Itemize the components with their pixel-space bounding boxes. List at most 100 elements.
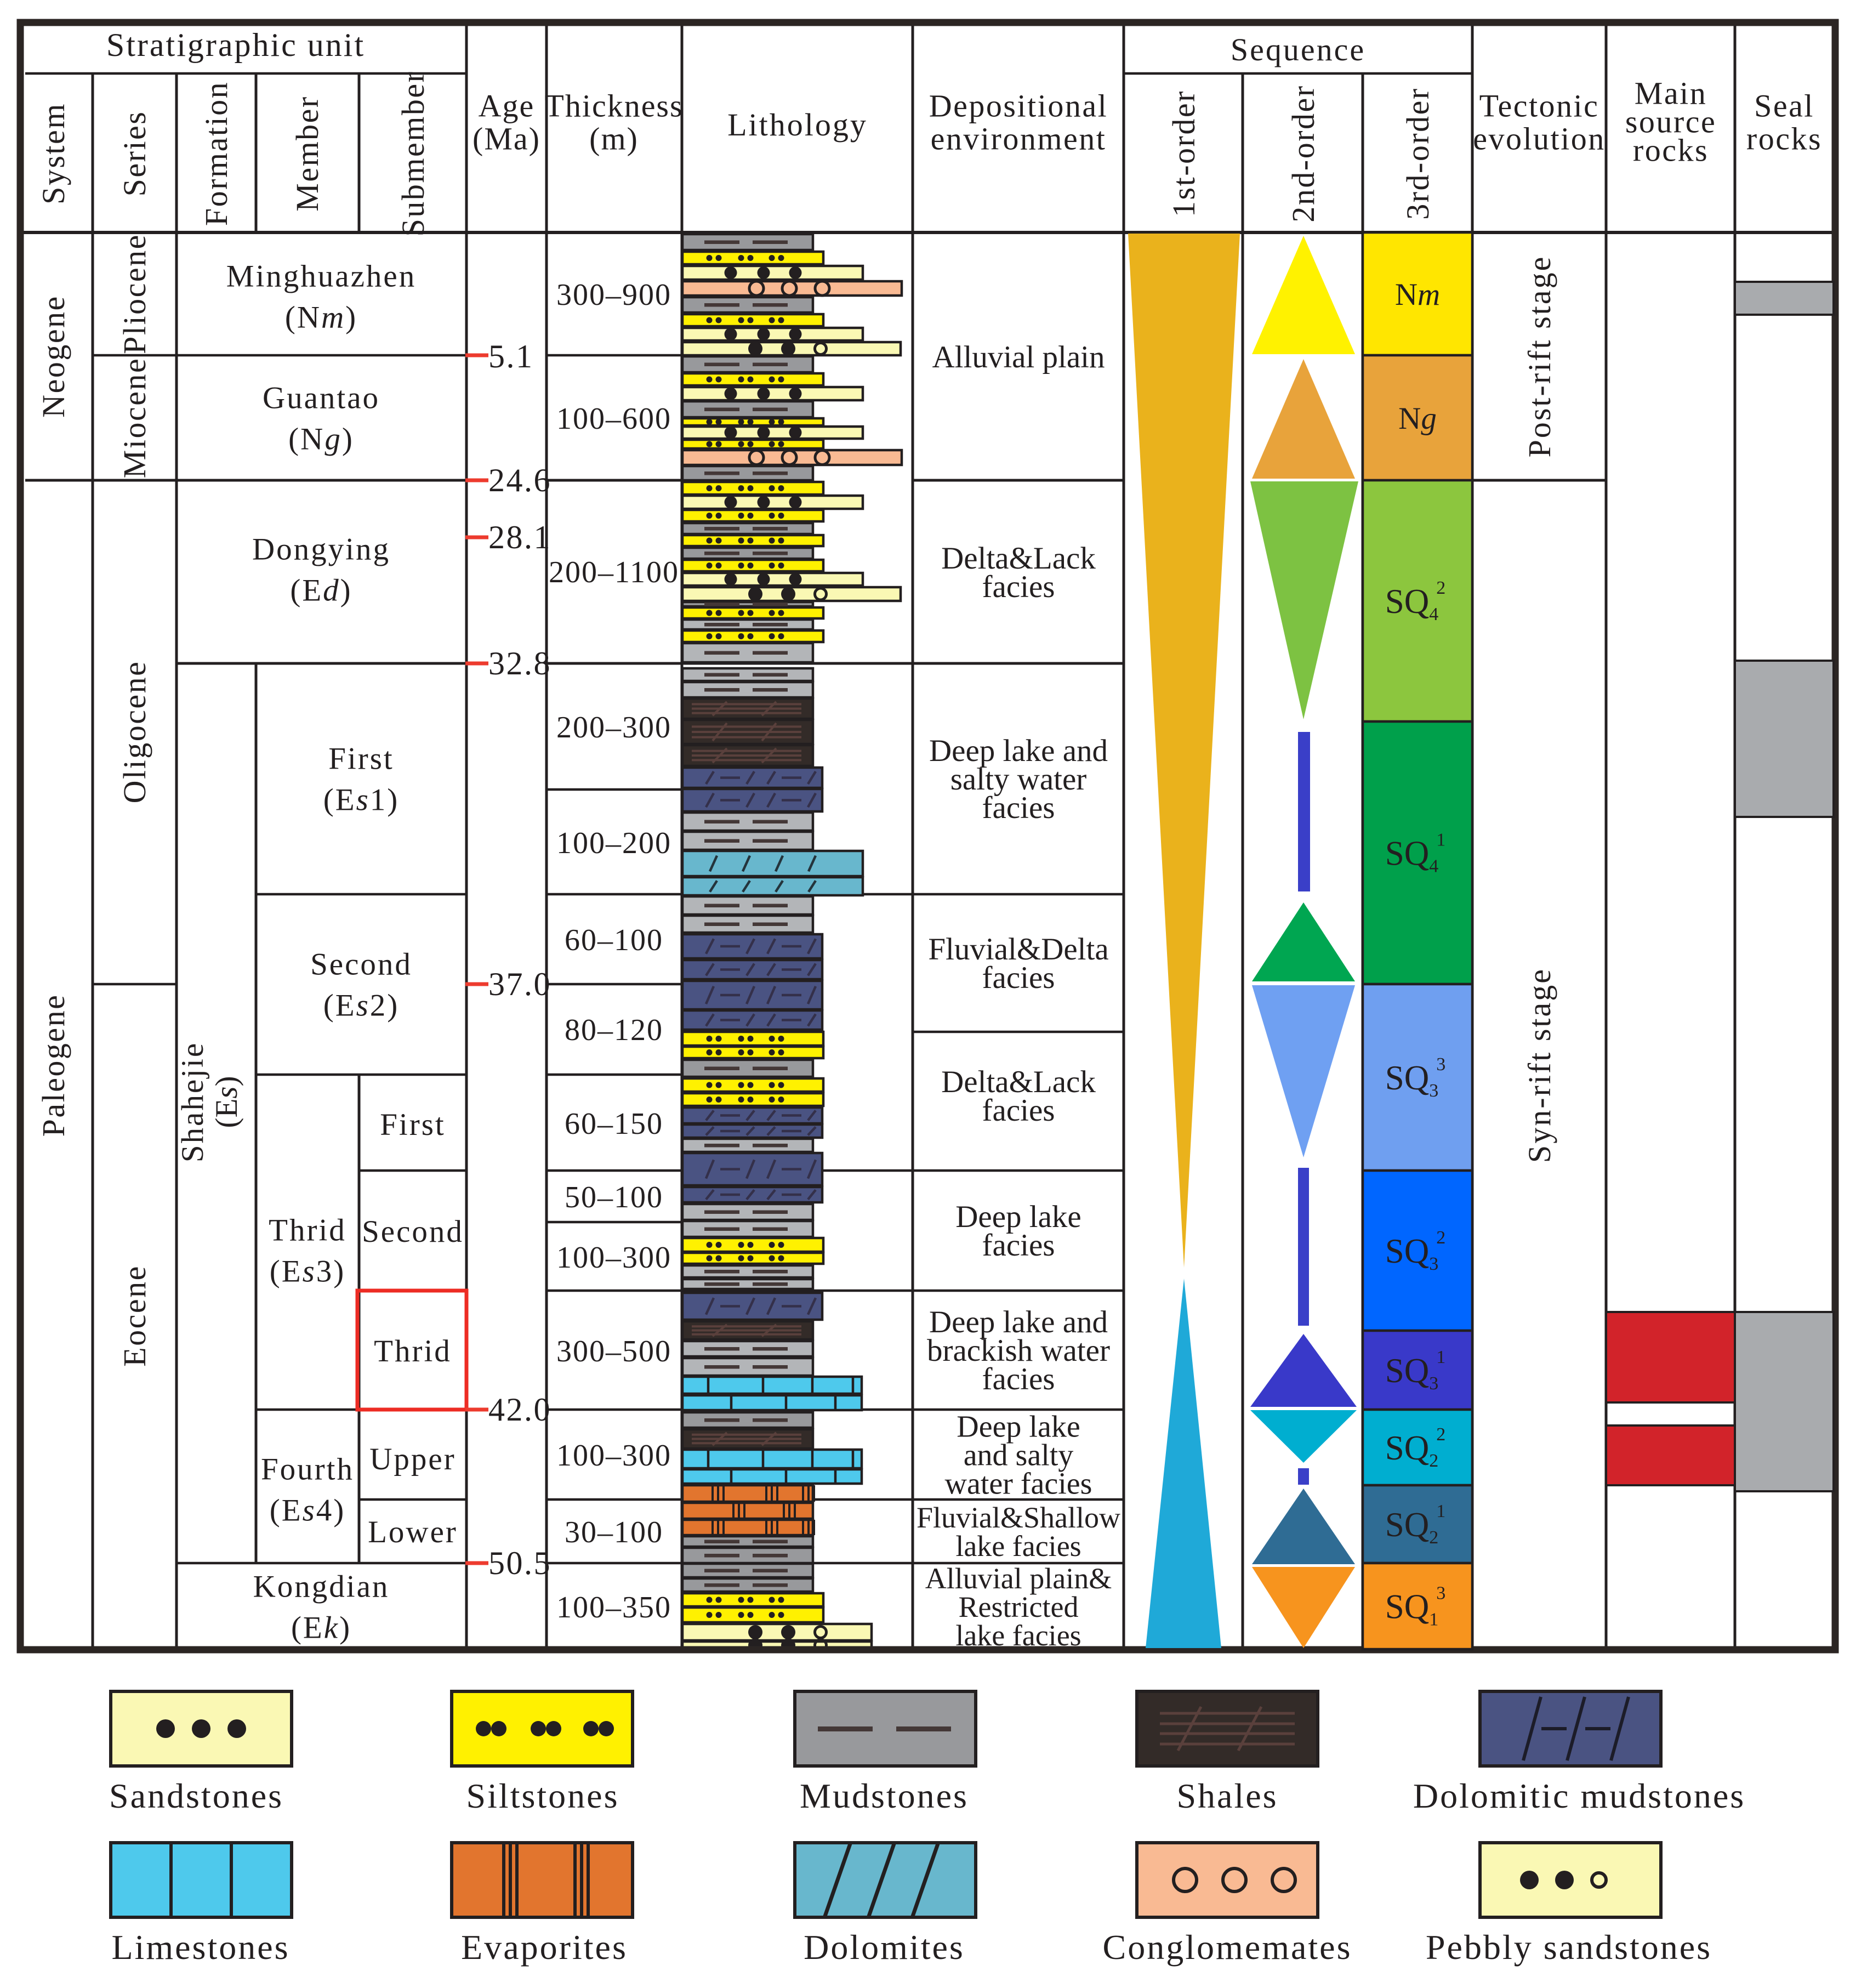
- svg-text:(Ma): (Ma): [473, 121, 540, 156]
- svg-text:28.1: 28.1: [488, 519, 551, 555]
- svg-text:Dolomitic mudstones: Dolomitic mudstones: [1413, 1776, 1745, 1815]
- svg-text:300–900: 300–900: [556, 278, 671, 312]
- svg-text:100–200: 100–200: [556, 826, 671, 860]
- svg-text:System: System: [36, 103, 71, 205]
- svg-text:facies: facies: [982, 1228, 1055, 1263]
- svg-text:Stratigraphic unit: Stratigraphic unit: [106, 27, 365, 63]
- svg-text:Limestones: Limestones: [111, 1928, 289, 1967]
- svg-text:Kongdian: Kongdian: [253, 1569, 390, 1604]
- svg-text:facies: facies: [982, 961, 1055, 995]
- svg-text:Restricted: Restricted: [959, 1591, 1079, 1623]
- svg-text:Fluvial&Shallow: Fluvial&Shallow: [917, 1501, 1120, 1534]
- svg-text:(Es4): (Es4): [270, 1493, 345, 1527]
- svg-text:Second: Second: [362, 1214, 464, 1249]
- svg-text:Shales: Shales: [1176, 1776, 1278, 1815]
- svg-text:Syn-rift stage: Syn-rift stage: [1522, 968, 1557, 1163]
- svg-text:100–350: 100–350: [556, 1591, 671, 1625]
- svg-text:Deep lake: Deep lake: [957, 1410, 1080, 1444]
- svg-text:source: source: [1625, 104, 1716, 139]
- svg-text:Conglomemates: Conglomemates: [1103, 1928, 1352, 1967]
- svg-text:Deep lake and: Deep lake and: [929, 1305, 1108, 1339]
- svg-text:3rd-order: 3rd-order: [1400, 87, 1436, 220]
- svg-text:Lithology: Lithology: [727, 107, 868, 143]
- svg-text:Deep lake and: Deep lake and: [929, 734, 1108, 768]
- svg-text:rocks: rocks: [1633, 132, 1709, 168]
- svg-text:Delta&Lack: Delta&Lack: [941, 1065, 1096, 1099]
- svg-text:SQ41: SQ41: [1385, 830, 1446, 877]
- svg-text:Depositional: Depositional: [929, 88, 1108, 123]
- svg-text:lake facies: lake facies: [955, 1530, 1081, 1563]
- svg-text:42.0: 42.0: [488, 1391, 551, 1428]
- svg-text:50–100: 50–100: [565, 1180, 663, 1214]
- svg-text:100–600: 100–600: [556, 402, 671, 436]
- svg-text:30–100: 30–100: [565, 1515, 663, 1549]
- svg-text:environment: environment: [931, 121, 1107, 156]
- svg-text:Dolomites: Dolomites: [804, 1928, 965, 1967]
- svg-text:Pebbly sandstones: Pebbly sandstones: [1426, 1928, 1712, 1967]
- svg-text:60–100: 60–100: [565, 923, 663, 957]
- svg-text:(Es3): (Es3): [270, 1254, 345, 1288]
- svg-text:Member: Member: [289, 95, 325, 212]
- svg-text:Neogene: Neogene: [36, 295, 71, 418]
- svg-text:Second: Second: [310, 947, 412, 981]
- svg-text:24.6: 24.6: [488, 462, 551, 498]
- svg-text:Dongying: Dongying: [252, 532, 390, 566]
- svg-text:2nd-order: 2nd-order: [1285, 84, 1321, 222]
- svg-text:Alluvial plain&: Alluvial plain&: [925, 1562, 1112, 1595]
- svg-text:(Nm): (Nm): [285, 300, 357, 334]
- svg-text:(Ng): (Ng): [288, 422, 354, 456]
- svg-text:facies: facies: [982, 1362, 1055, 1396]
- svg-text:200–1100: 200–1100: [549, 555, 679, 589]
- svg-text:Thrid: Thrid: [374, 1334, 452, 1368]
- svg-text:60–150: 60–150: [565, 1107, 663, 1141]
- svg-text:Tectonic: Tectonic: [1479, 88, 1599, 123]
- svg-text:(Es1): (Es1): [323, 782, 399, 817]
- svg-text:(Es): (Es): [209, 1076, 244, 1128]
- svg-text:Alluvial plain: Alluvial plain: [932, 340, 1105, 374]
- svg-text:Miocene: Miocene: [117, 357, 152, 478]
- svg-text:Shahejie: Shahejie: [175, 1042, 210, 1162]
- svg-text:evolution: evolution: [1473, 121, 1606, 156]
- svg-text:1st-order: 1st-order: [1166, 90, 1202, 217]
- svg-text:Series: Series: [117, 111, 152, 197]
- svg-text:100–300: 100–300: [556, 1439, 671, 1473]
- svg-text:facies: facies: [982, 791, 1055, 825]
- svg-text:Evaporites: Evaporites: [461, 1928, 628, 1967]
- svg-text:Thrid: Thrid: [269, 1213, 346, 1247]
- svg-text:(Ed): (Ed): [290, 573, 352, 607]
- svg-text:Eocene: Eocene: [117, 1265, 152, 1367]
- svg-text:200–300: 200–300: [556, 711, 671, 745]
- svg-text:facies: facies: [982, 1093, 1055, 1128]
- svg-text:(m): (m): [589, 121, 639, 156]
- svg-text:Sandstones: Sandstones: [109, 1776, 283, 1815]
- svg-text:37.0: 37.0: [488, 966, 551, 1002]
- svg-text:50.5: 50.5: [488, 1545, 551, 1581]
- svg-text:rocks: rocks: [1746, 121, 1822, 156]
- svg-text:100–300: 100–300: [556, 1241, 671, 1275]
- svg-text:Minghuazhen: Minghuazhen: [226, 259, 416, 293]
- svg-text:Siltstones: Siltstones: [466, 1776, 619, 1815]
- svg-text:Guantao: Guantao: [263, 380, 380, 415]
- svg-text:5.1: 5.1: [488, 338, 534, 374]
- svg-text:Nm: Nm: [1395, 277, 1440, 312]
- svg-text:brackish water: brackish water: [927, 1333, 1110, 1368]
- svg-text:300–500: 300–500: [556, 1334, 671, 1368]
- svg-text:salty water: salty water: [950, 762, 1087, 797]
- svg-text:First: First: [380, 1107, 446, 1142]
- svg-text:80–120: 80–120: [565, 1013, 663, 1047]
- svg-text:lake facies: lake facies: [955, 1619, 1081, 1652]
- svg-text:Sequence: Sequence: [1231, 32, 1365, 67]
- svg-text:Fourth: Fourth: [261, 1452, 354, 1486]
- svg-text:32.8: 32.8: [488, 645, 551, 681]
- svg-text:Ng: Ng: [1398, 401, 1437, 436]
- svg-text:(Ek): (Ek): [291, 1610, 351, 1645]
- svg-text:Mudstones: Mudstones: [800, 1776, 969, 1815]
- svg-text:Oligocene: Oligocene: [117, 661, 152, 804]
- svg-text:Fluvial&Delta: Fluvial&Delta: [928, 932, 1108, 967]
- svg-text:Post-rift stage: Post-rift stage: [1522, 255, 1557, 458]
- svg-text:and salty: and salty: [964, 1439, 1074, 1473]
- svg-text:Delta&Lack: Delta&Lack: [941, 541, 1096, 576]
- svg-text:Deep lake: Deep lake: [955, 1200, 1081, 1234]
- svg-text:Submember: Submember: [395, 71, 431, 237]
- svg-text:Main: Main: [1635, 75, 1707, 111]
